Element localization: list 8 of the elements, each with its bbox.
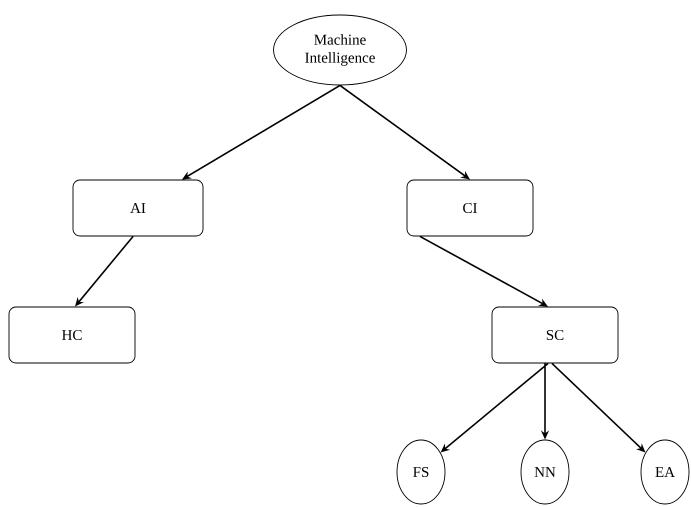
- circle-node: EA: [640, 440, 690, 504]
- process-box: AI: [72, 180, 204, 236]
- process-box: CI: [406, 180, 534, 236]
- circle-node: FS: [396, 440, 446, 504]
- process-box: HC: [8, 306, 136, 364]
- circle-node: NN: [520, 440, 570, 504]
- process-box: SC: [492, 306, 618, 364]
- ellipse-node: Machine Intelligence: [273, 14, 407, 86]
